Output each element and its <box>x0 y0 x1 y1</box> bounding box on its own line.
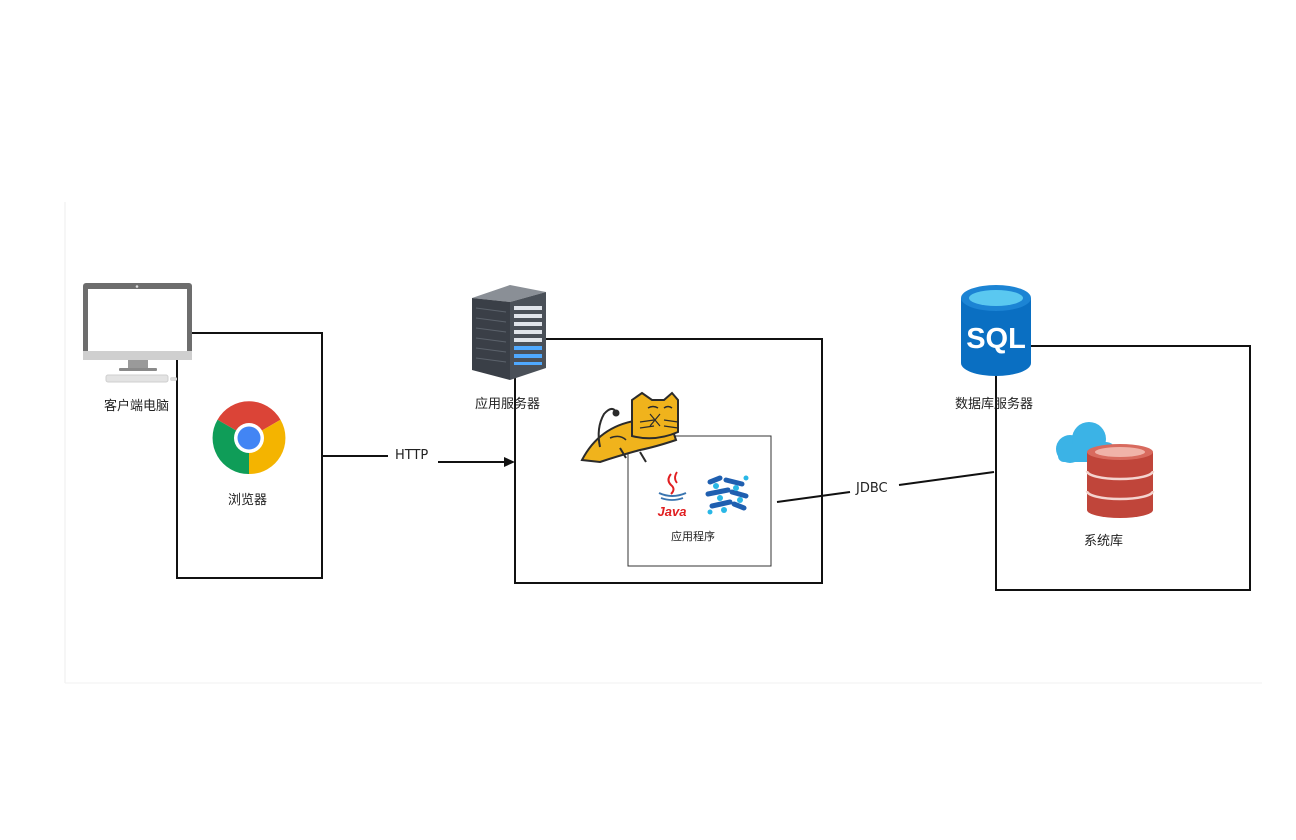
browser-label: 浏览器 <box>228 493 268 508</box>
java-logo-icon: Java <box>658 471 687 519</box>
http-connector <box>322 455 515 467</box>
application-box <box>627 435 772 567</box>
chrome-icon <box>212 401 286 475</box>
server-tower-icon <box>472 285 546 380</box>
framework-logo-icon <box>705 475 749 515</box>
client-computer-label: 客户端电脑 <box>104 399 170 414</box>
application-label: 应用程序 <box>671 530 715 543</box>
java-logo-text: Java <box>658 504 687 519</box>
sql-logo-text: SQL <box>966 323 1026 355</box>
arrow-head-icon <box>504 457 515 467</box>
app-server-label: 应用服务器 <box>475 397 541 412</box>
desktop-computer-icon <box>83 283 192 383</box>
sql-database-icon: SQL <box>961 285 1031 376</box>
app-server-box <box>514 338 823 584</box>
http-connector-label: HTTP <box>391 448 433 463</box>
system-db-label: 系统库 <box>1084 534 1124 549</box>
database-stack-icon <box>1085 444 1155 518</box>
tomcat-icon <box>580 391 679 464</box>
jdbc-connector-label: JDBC <box>852 481 892 496</box>
jdbc-connector <box>776 471 995 503</box>
db-server-box <box>995 345 1251 591</box>
db-server-label: 数据库服务器 <box>955 397 1034 412</box>
